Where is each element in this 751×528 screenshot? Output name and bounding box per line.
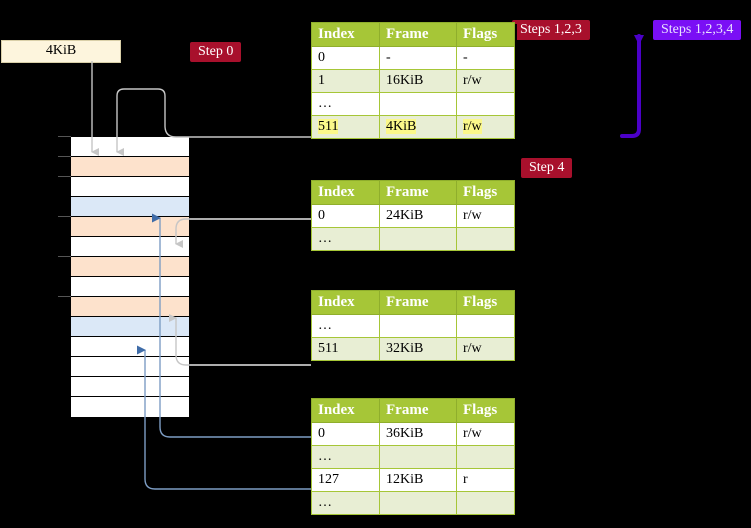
memory-frame-row xyxy=(71,217,189,237)
table-cell xyxy=(379,491,457,515)
table-cell: r/w xyxy=(456,204,515,228)
table-row: … xyxy=(311,491,515,515)
memory-tick xyxy=(58,296,71,297)
steps-123-badge: Steps 1,2,3 xyxy=(512,20,590,40)
table-cell xyxy=(456,92,515,116)
column-header: Flags xyxy=(456,398,515,423)
table-row: … xyxy=(311,445,515,469)
table-cell: 24KiB xyxy=(379,204,457,228)
table-cell xyxy=(379,227,457,251)
table-cell: 16KiB xyxy=(379,69,457,93)
column-header: Flags xyxy=(456,22,515,47)
column-header: Frame xyxy=(379,180,457,205)
memory-frame-row xyxy=(71,337,189,357)
table-cell: r/w xyxy=(456,69,515,93)
table-row: 511 4KiB r/w xyxy=(311,115,515,139)
column-header: Index xyxy=(311,22,380,47)
column-header: Flags xyxy=(456,180,515,205)
table-cell: 36KiB xyxy=(379,422,457,446)
table-row: … xyxy=(311,92,515,116)
memory-frame-row xyxy=(71,397,189,417)
table-cell xyxy=(379,92,457,116)
table-cell: - xyxy=(379,46,457,70)
memory-frame-row xyxy=(71,177,189,197)
step-4-badge: Step 4 xyxy=(521,158,573,178)
column-header: Frame xyxy=(379,398,457,423)
table-cell: 0 xyxy=(311,46,380,70)
column-header: Frame xyxy=(379,22,457,47)
table-row: 0-- xyxy=(311,46,515,70)
table-cell: r/w xyxy=(456,422,515,446)
highlighted-value: 511 xyxy=(318,119,339,134)
table-cell xyxy=(379,445,457,469)
memory-tick xyxy=(58,216,71,217)
table-cell: 1 xyxy=(311,69,380,93)
table-cell: 127 xyxy=(311,468,380,492)
purple-step-arrow xyxy=(620,34,644,138)
physical-memory-column xyxy=(70,136,190,417)
column-header: Index xyxy=(311,290,380,315)
memory-tick xyxy=(58,156,71,157)
table-cell xyxy=(456,445,515,469)
table-cell xyxy=(379,314,457,338)
memory-tick xyxy=(58,176,71,177)
table-cell: 32KiB xyxy=(379,337,457,361)
table-cell: 12KiB xyxy=(379,468,457,492)
steps-1234-badge: Steps 1,2,3,4 xyxy=(653,20,742,40)
memory-frame-row xyxy=(71,297,189,317)
table-row: … xyxy=(311,314,515,338)
memory-frame-row xyxy=(71,137,189,157)
table-cell: … xyxy=(311,92,380,116)
memory-frame-row xyxy=(71,317,189,337)
table-cell: 511 xyxy=(311,337,380,361)
table-cell: 0 xyxy=(311,422,380,446)
table-cell: … xyxy=(311,227,380,251)
frame-box-4kib: 4KiB xyxy=(1,40,121,63)
column-header: Index xyxy=(311,180,380,205)
memory-frame-row xyxy=(71,237,189,257)
table-cell: r/w xyxy=(456,337,515,361)
highlighted-value: r/w xyxy=(463,119,482,134)
highlighted-value: 4KiB xyxy=(386,119,417,134)
memory-frame-row xyxy=(71,157,189,177)
memory-frame-row xyxy=(71,257,189,277)
step-0-badge: Step 0 xyxy=(190,42,242,62)
memory-tick xyxy=(58,256,71,257)
memory-tick xyxy=(58,136,71,137)
table-cell: r/w xyxy=(456,115,515,139)
memory-frame-row xyxy=(71,357,189,377)
table-cell: 511 xyxy=(311,115,380,139)
table-cell: - xyxy=(456,46,515,70)
table-cell xyxy=(456,491,515,515)
memory-frame-row xyxy=(71,377,189,397)
table-cell: 4KiB xyxy=(379,115,457,139)
column-header: Flags xyxy=(456,290,515,315)
table-cell xyxy=(456,314,515,338)
memory-frame-row xyxy=(71,277,189,297)
memory-frame-row xyxy=(71,197,189,217)
table-cell xyxy=(456,227,515,251)
table-row: … xyxy=(311,227,515,251)
table-cell: 0 xyxy=(311,204,380,228)
table-cell: … xyxy=(311,491,380,515)
table-cell: r xyxy=(456,468,515,492)
table-cell: … xyxy=(311,445,380,469)
column-header: Index xyxy=(311,398,380,423)
column-header: Frame xyxy=(379,290,457,315)
table-cell: … xyxy=(311,314,380,338)
